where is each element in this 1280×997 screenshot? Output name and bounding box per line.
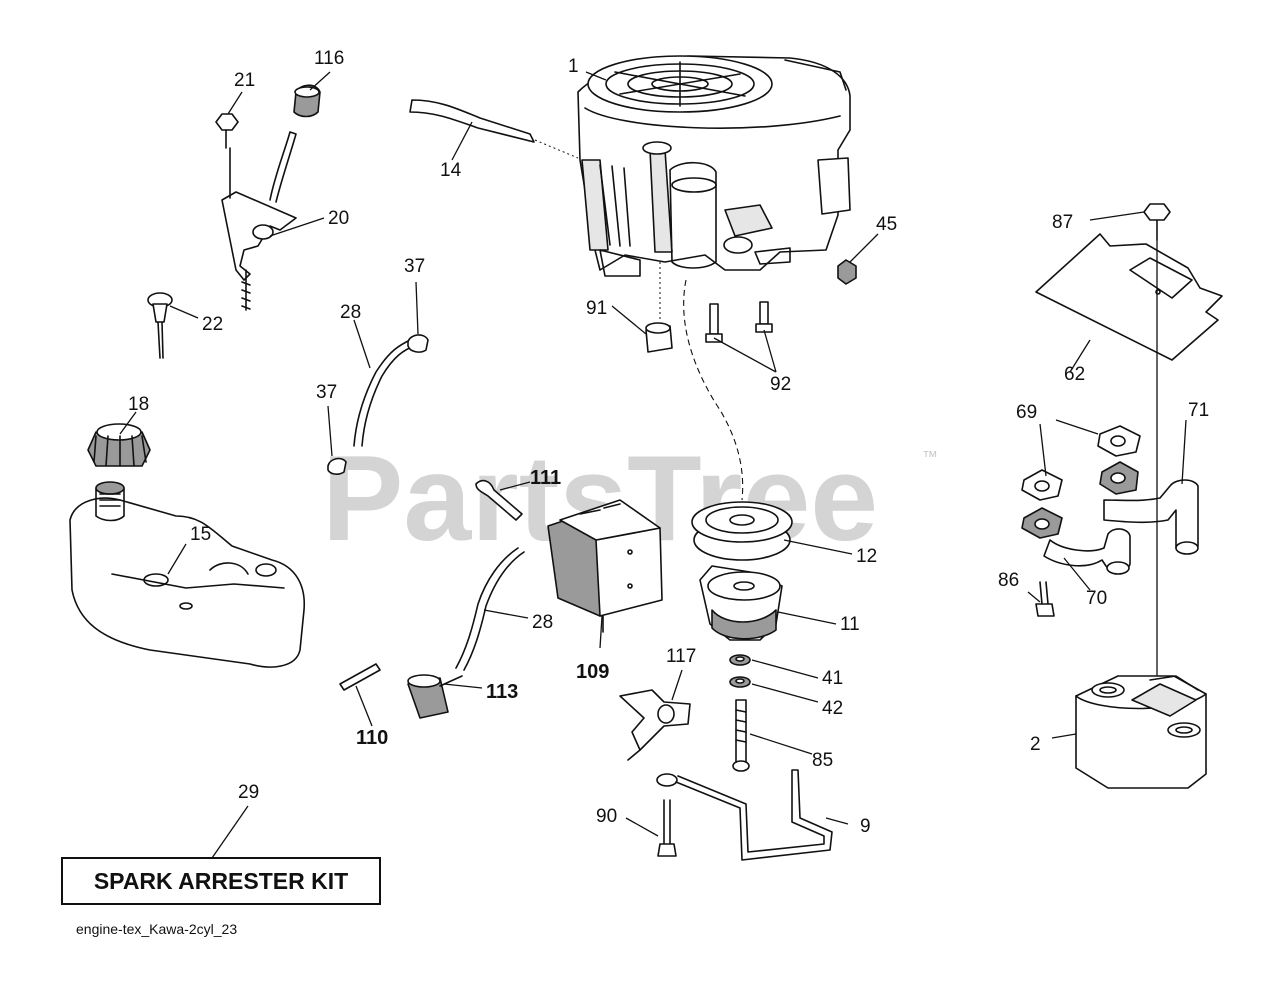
callout-87: 87 — [1052, 212, 1073, 233]
callout-21: 21 — [234, 70, 255, 91]
callout-70: 70 — [1086, 588, 1107, 609]
watermark-trademark: ™ — [922, 449, 938, 466]
callout-28-lower: 28 — [532, 612, 553, 633]
heat-shield-part[interactable] — [1035, 233, 1223, 361]
washer-part[interactable] — [729, 676, 751, 688]
callout-45: 45 — [876, 214, 897, 235]
callout-90: 90 — [596, 806, 617, 827]
bolt-part[interactable] — [215, 113, 239, 149]
callout-15: 15 — [190, 524, 211, 545]
callout-109: 109 — [576, 661, 609, 683]
callout-11: 11 — [840, 614, 860, 635]
callout-28-upper: 28 — [340, 302, 361, 323]
callout-9: 9 — [860, 816, 871, 837]
fuel-cap-part[interactable] — [87, 423, 151, 467]
callout-42: 42 — [822, 698, 843, 719]
callout-41: 41 — [822, 668, 843, 689]
hose-part[interactable] — [475, 479, 523, 521]
pto-clutch-part[interactable] — [699, 565, 783, 641]
callout-91: 91 — [586, 298, 607, 319]
callout-1: 1 — [568, 56, 579, 77]
nut-part[interactable] — [837, 259, 857, 285]
callout-18: 18 — [128, 394, 149, 415]
callout-20: 20 — [328, 208, 349, 229]
gasket-part[interactable] — [1021, 469, 1063, 501]
spacer-part[interactable] — [645, 262, 673, 353]
rod-part[interactable] — [656, 769, 833, 861]
exhaust-pipe-part[interactable] — [1103, 479, 1199, 555]
fuel-fitting-part[interactable] — [407, 674, 463, 719]
callout-12: 12 — [856, 546, 877, 567]
bolt-part[interactable] — [657, 799, 677, 857]
throttle-bracket-part[interactable] — [221, 131, 297, 311]
engine-part[interactable] — [577, 55, 851, 277]
callout-22: 22 — [202, 314, 223, 335]
callout-116: 116 — [314, 48, 344, 69]
hose-clamp-part[interactable] — [327, 457, 347, 475]
washer-part[interactable] — [729, 654, 751, 666]
connector-part[interactable] — [339, 663, 381, 691]
hose-part[interactable] — [409, 99, 579, 159]
callout-92: 92 — [770, 374, 791, 395]
callout-62: 62 — [1064, 364, 1085, 385]
bolt-part[interactable] — [1143, 203, 1171, 241]
fuel-tank-part[interactable] — [69, 481, 306, 668]
screw-part[interactable] — [147, 292, 173, 359]
callout-2: 2 — [1030, 734, 1041, 755]
callout-113: 113 — [486, 681, 518, 703]
bracket-part[interactable] — [619, 689, 691, 761]
exhaust-pipe-part[interactable] — [1043, 528, 1131, 575]
spark-arrester-kit-label: SPARK ARRESTER KIT — [94, 868, 348, 894]
callout-29: 29 — [238, 782, 259, 803]
callout-14: 14 — [440, 160, 462, 181]
fuel-line-part[interactable] — [455, 547, 525, 671]
callout-69: 69 — [1016, 402, 1037, 423]
muffler-part[interactable] — [1075, 675, 1207, 789]
callout-37-upper: 37 — [404, 256, 425, 277]
callout-110: 110 — [356, 727, 388, 749]
callout-labels: 1 2 9 11 12 14 15 18 20 21 22 28 28 29 3… — [128, 48, 1209, 837]
fuel-filter-part[interactable] — [547, 499, 663, 633]
gasket-part[interactable] — [1099, 461, 1139, 495]
leader-lines — [119, 71, 1187, 859]
gasket-part[interactable] — [1097, 425, 1141, 457]
gasket-part[interactable] — [1021, 507, 1063, 539]
bolt-part[interactable] — [732, 699, 750, 772]
fuel-line-part[interactable] — [353, 339, 415, 447]
drawing-code: engine-tex_Kawa-2cyl_23 — [76, 921, 237, 937]
bolt-part[interactable] — [705, 303, 723, 343]
callout-117: 117 — [666, 646, 696, 667]
hose-clamp-part[interactable] — [407, 334, 429, 353]
callout-85: 85 — [812, 750, 833, 771]
bolt-part[interactable] — [755, 301, 773, 333]
spark-arrester-kit-box: SPARK ARRESTER KIT — [61, 857, 381, 905]
pulley-part[interactable] — [683, 279, 793, 561]
knob-part[interactable] — [293, 84, 321, 118]
callout-71: 71 — [1188, 400, 1209, 421]
bolt-part[interactable] — [1035, 581, 1055, 617]
callout-37-lower: 37 — [316, 382, 337, 403]
callout-111: 111 — [530, 467, 561, 489]
callout-86: 86 — [998, 570, 1019, 591]
